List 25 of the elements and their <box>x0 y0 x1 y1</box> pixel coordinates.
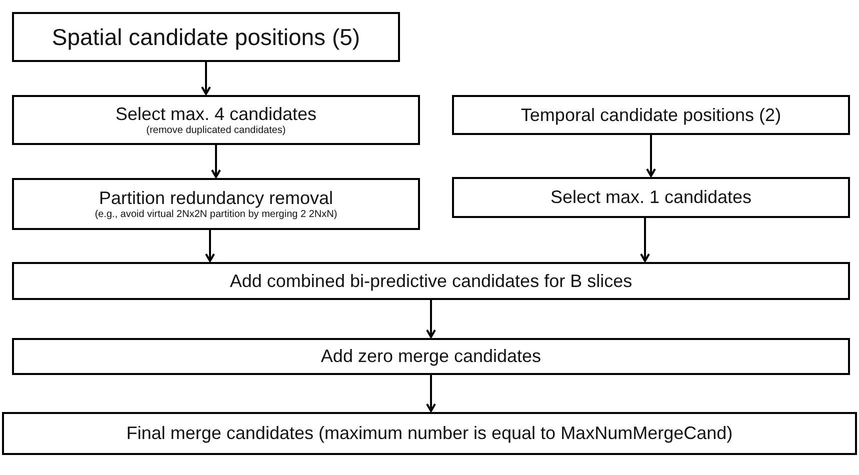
step-text: Select max. 4 candidates <box>115 102 317 125</box>
process-box <box>2 412 857 455</box>
step-text: Spatial candidate positions (5) <box>52 22 360 52</box>
process-box <box>12 178 420 230</box>
arrow <box>426 300 436 338</box>
arrow <box>640 218 650 262</box>
step-text: Add combined bi-predictive candidates for B slices <box>230 270 632 292</box>
arrow <box>426 375 436 412</box>
process-box <box>452 177 850 218</box>
arrow <box>205 230 215 262</box>
step-text: Partition redundancy removal <box>98 186 334 209</box>
process-box <box>12 95 420 145</box>
step-text: Temporal candidate positions (2) <box>520 104 782 126</box>
step-text: Add zero merge candidates <box>320 345 542 368</box>
step-text: Final merge candidates (maximum number is equal to MaxNumMergeCand) <box>126 422 733 445</box>
step-note: (remove duplicated candidates) <box>146 125 286 138</box>
process-box <box>12 262 850 300</box>
arrow <box>211 145 221 178</box>
process-box <box>452 95 850 135</box>
arrow <box>646 135 656 177</box>
process-box <box>12 12 400 62</box>
process-box <box>12 338 850 375</box>
step-note: (e.g., avoid virtual 2Nx2N partition by merging 2 2NxN) <box>94 209 338 222</box>
step-text: Select max. 1 candidates <box>550 186 752 209</box>
arrow <box>201 62 211 95</box>
